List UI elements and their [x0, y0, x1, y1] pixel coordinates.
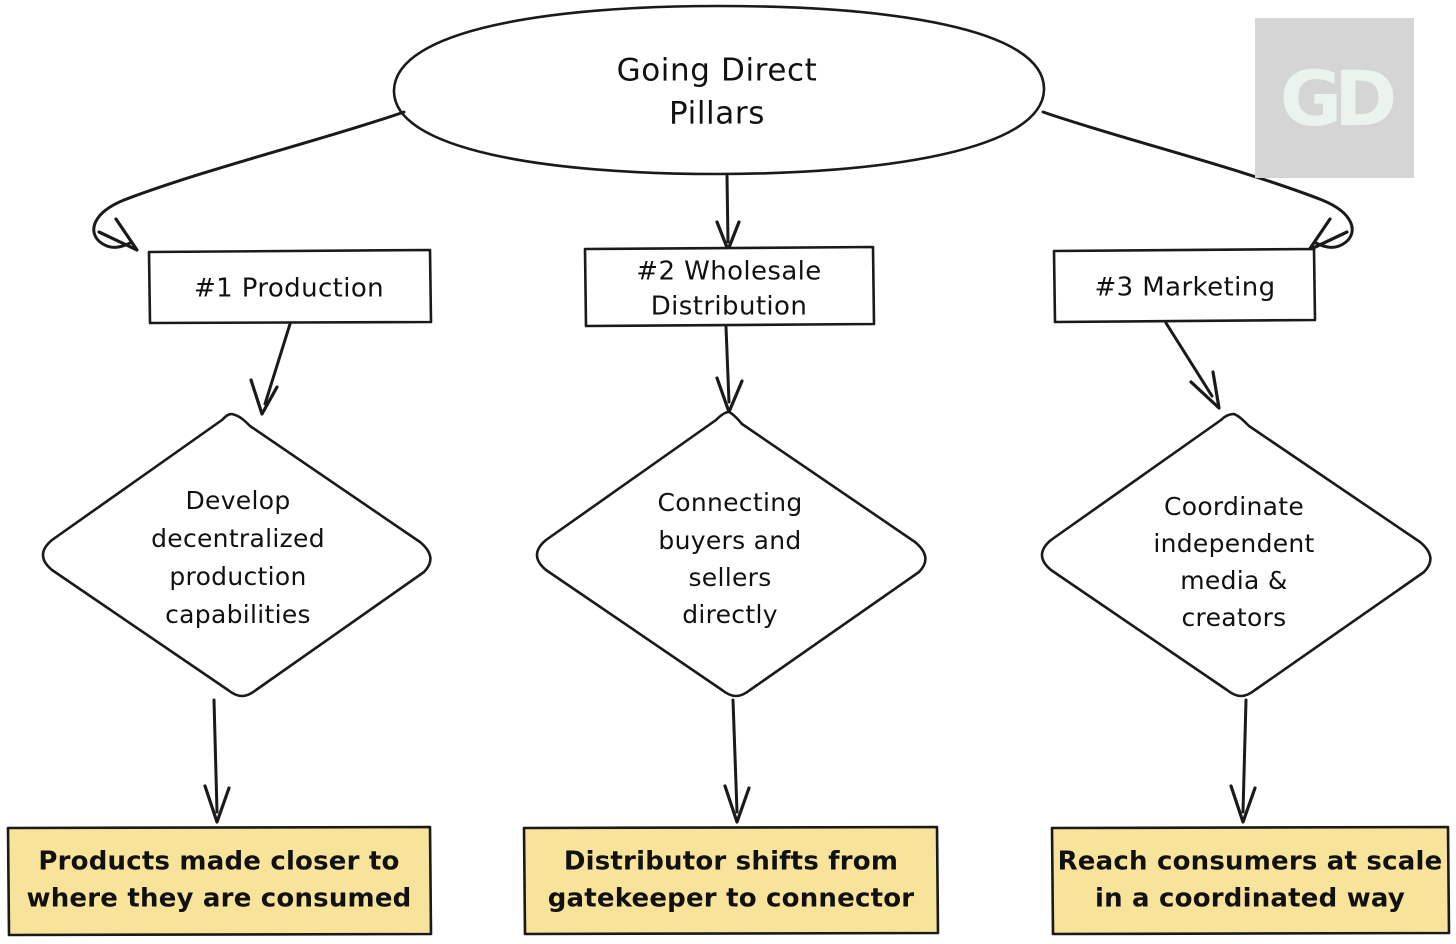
- pillar-2-outcome-line1: Distributor shifts from: [564, 847, 898, 877]
- edge-pillar-1-rect-to-diamond: [249, 322, 292, 416]
- edge-pillar-2-diamond-to-outcome: [723, 698, 751, 824]
- pillar-3-outcome-line1: Reach consumers at scale: [1058, 847, 1443, 877]
- pillar-2-diamond[interactable]: Connecting buyers and sellers directly: [535, 410, 927, 698]
- root-node[interactable]: Going Direct Pillars: [392, 4, 1046, 176]
- pillar-3-diamond-line2: independent: [1153, 529, 1314, 558]
- pillar-2-diamond-line1: Connecting: [657, 488, 802, 517]
- pillar-1-rect[interactable]: #1 Production: [147, 248, 433, 325]
- edge-pillar-3-rect-to-diamond: [1164, 321, 1221, 410]
- pillar-3-diamond-line3: media &: [1180, 566, 1287, 595]
- pillar-1-outcome-line1: Products made closer to: [38, 847, 399, 877]
- pillar-3-outcome[interactable]: Reach consumers at scale in a coordinate…: [1050, 825, 1451, 936]
- edge-pillar-3-diamond-to-outcome: [1229, 698, 1257, 824]
- pillar-3-diamond-line4: creators: [1182, 603, 1287, 632]
- edge-root-to-pillar-2: [715, 174, 741, 252]
- edge-root-to-pillar-1: [92, 110, 406, 252]
- pillar-2-diamond-line2: buyers and: [658, 526, 801, 555]
- pillar-3-outcome-line2: in a coordinated way: [1095, 884, 1405, 914]
- pillar-1-diamond-line3: production: [169, 562, 306, 591]
- pillar-1-diamond-line2: decentralized: [151, 524, 325, 553]
- pillar-1-rect-label-line1: #1 Production: [194, 274, 384, 304]
- watermark-badge: GD: [1255, 18, 1414, 178]
- pillar-1-diamond[interactable]: Develop decentralized production capabil…: [41, 412, 432, 698]
- edge-pillar-2-rect-to-diamond: [715, 325, 744, 414]
- pillar-3-diamond[interactable]: Coordinate independent media & creators: [1040, 412, 1432, 698]
- root-title-line1: Going Direct: [617, 53, 818, 89]
- pillar-3-rect-label-line1: #3 Marketing: [1095, 273, 1276, 303]
- pillar-2-diamond-line3: sellers: [688, 563, 771, 592]
- pillar-2-diamond-line4: directly: [682, 600, 778, 629]
- pillar-1-diamond-line4: capabilities: [165, 600, 311, 629]
- gd-logo-icon: GD: [1279, 53, 1397, 143]
- edge-pillar-1-diamond-to-outcome: [203, 698, 231, 824]
- pillar-3-rect[interactable]: #3 Marketing: [1052, 247, 1317, 324]
- pillar-1-outcome-line2: where they are consumed: [26, 884, 411, 914]
- pillar-2-outcome-line2: gatekeeper to connector: [548, 884, 915, 914]
- pillar-3-diamond-line1: Coordinate: [1164, 492, 1304, 521]
- pillar-1-outcome[interactable]: Products made closer to where they are c…: [6, 825, 433, 937]
- pillar-2-outcome[interactable]: Distributor shifts from gatekeeper to co…: [522, 825, 940, 936]
- root-title-line2: Pillars: [669, 96, 765, 132]
- pillar-2-rect-label-line2: Distribution: [651, 292, 807, 322]
- pillar-2-rect-label-line1: #2 Wholesale: [636, 257, 821, 287]
- pillar-1-diamond-line1: Develop: [185, 486, 290, 515]
- pillar-2-rect[interactable]: #2 Wholesale Distribution: [583, 245, 876, 328]
